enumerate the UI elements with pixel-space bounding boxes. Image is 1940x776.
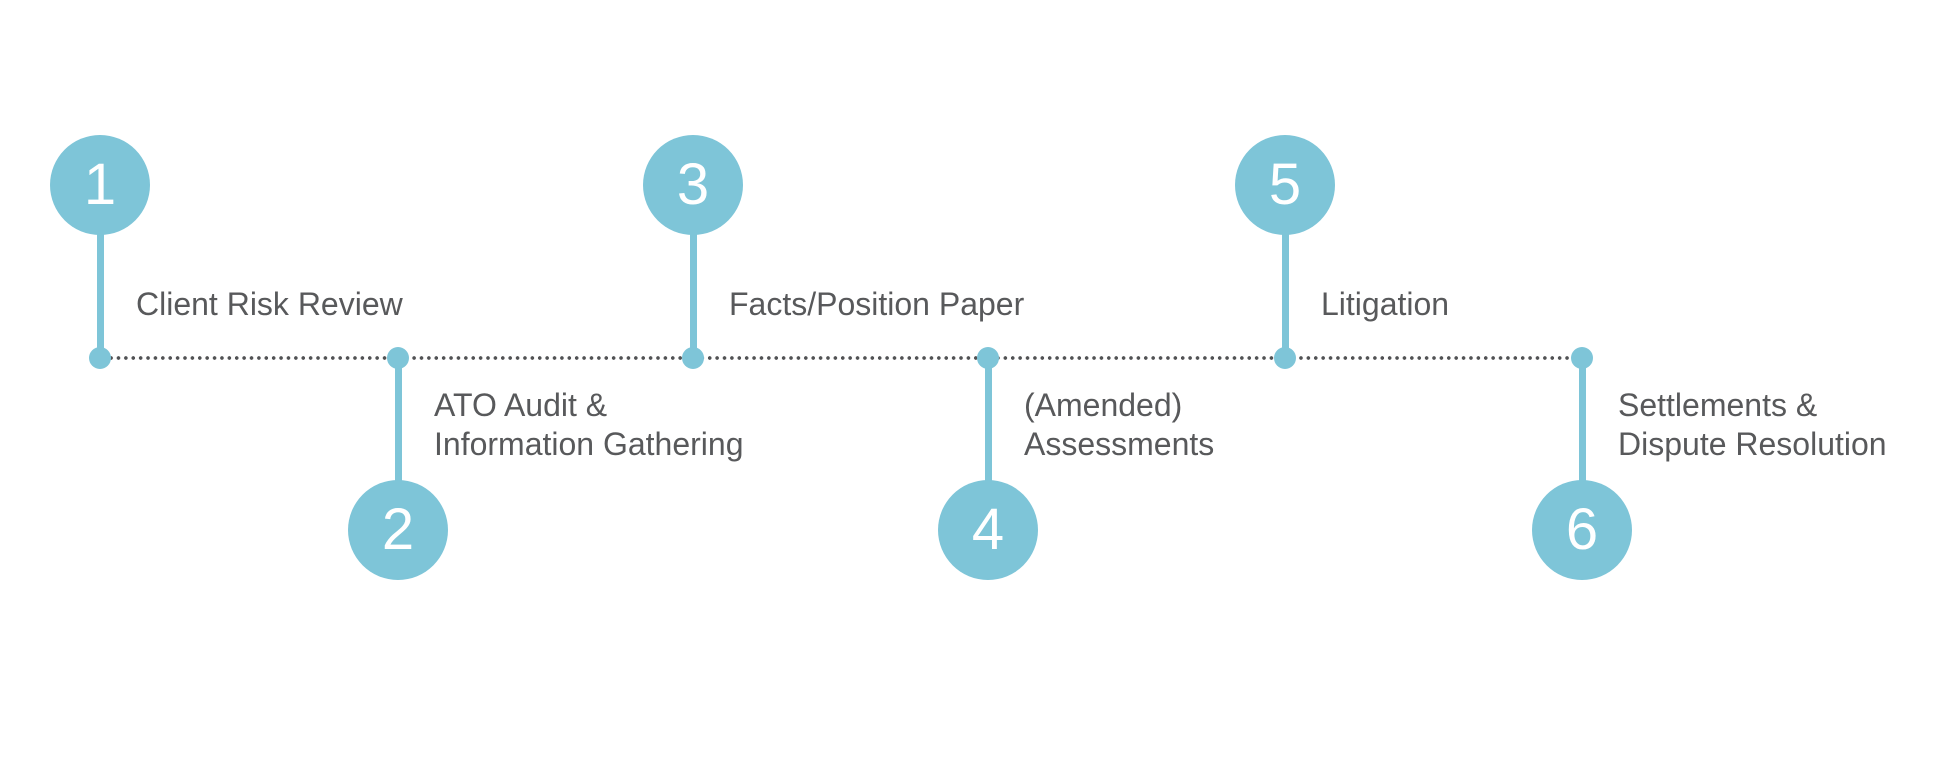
- step-node-dot: [387, 347, 409, 369]
- step-label: (Amended) Assessments: [1024, 386, 1214, 464]
- step-label-line: Dispute Resolution: [1618, 426, 1887, 462]
- step-number-bubble: 1: [50, 135, 150, 235]
- step-label-line: (Amended): [1024, 387, 1183, 423]
- step-label: Client Risk Review: [136, 285, 403, 324]
- timeline-dotted-line: [100, 355, 1582, 361]
- step-number-bubble: 6: [1532, 480, 1632, 580]
- step-label: ATO Audit & Information Gathering: [434, 386, 744, 464]
- step-number: 4: [971, 497, 1005, 562]
- step-node-dot: [1571, 347, 1593, 369]
- step-connector-line: [1281, 230, 1289, 358]
- step-label: Facts/Position Paper: [729, 285, 1024, 324]
- step-label-line: Facts/Position Paper: [729, 286, 1025, 322]
- step-node-dot: [977, 347, 999, 369]
- step-label-line: ATO Audit &: [434, 387, 608, 423]
- step-label-line: Information Gathering: [434, 426, 744, 462]
- step-number: 2: [381, 497, 415, 562]
- step-number: 5: [1268, 152, 1302, 217]
- step-connector-line: [984, 358, 992, 484]
- step-label-line: Assessments: [1024, 426, 1215, 462]
- step-label: Litigation: [1321, 285, 1449, 324]
- step-number: 6: [1565, 497, 1599, 562]
- step-node-dot: [1274, 347, 1296, 369]
- step-number-bubble: 4: [938, 480, 1038, 580]
- step-connector-line: [394, 358, 402, 484]
- step-number-bubble: 3: [643, 135, 743, 235]
- step-connector-line: [1578, 358, 1586, 484]
- step-number: 3: [676, 152, 710, 217]
- step-label-line: Client Risk Review: [136, 286, 403, 322]
- step-connector-line: [689, 230, 697, 358]
- step-label-line: Settlements &: [1618, 387, 1818, 423]
- step-number: 1: [83, 152, 117, 217]
- step-node-dot: [682, 347, 704, 369]
- step-number-bubble: 2: [348, 480, 448, 580]
- step-connector-line: [96, 230, 104, 358]
- step-number-bubble: 5: [1235, 135, 1335, 235]
- step-label: Settlements & Dispute Resolution: [1618, 386, 1887, 464]
- step-label-line: Litigation: [1321, 286, 1450, 322]
- step-node-dot: [89, 347, 111, 369]
